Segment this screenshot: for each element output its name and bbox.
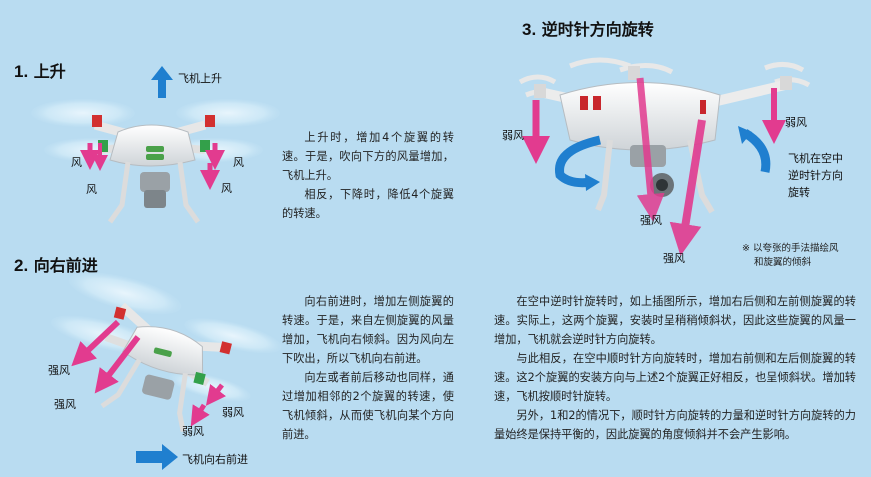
label-wind: 风 — [86, 183, 97, 196]
up-arrow-icon — [151, 66, 173, 98]
section-2-title: 2. 向右前进 — [14, 252, 98, 276]
label-weak-wind: 弱风 — [502, 129, 524, 142]
drone-3-illustration — [518, 57, 811, 256]
label-weak-wind: 弱风 — [222, 406, 244, 419]
paragraph: 上升时，增加4个旋翼的转速。于是，吹向下方的风量增加，飞机上升。 — [282, 131, 454, 182]
rotor-blur — [176, 99, 280, 127]
section-1-title: 1. 上升 — [14, 58, 66, 82]
section-title-text: 上升 — [33, 62, 66, 81]
label-rotate-line: 逆时针方向 — [788, 169, 843, 182]
label-plane-up: 飞机上升 — [178, 72, 222, 85]
section-number: 2. — [14, 256, 29, 275]
section-number: 3. — [522, 20, 537, 39]
paragraph-section-2: 向右前进时，增加左侧旋翼的转速。于是，来自左侧旋翼的风量增加，飞机向右倾斜。因为… — [282, 292, 454, 444]
note: ※ 以夸张的手法描绘风 和旋翼的倾斜 — [742, 242, 838, 270]
label-wind: 风 — [221, 182, 232, 195]
label-wind: 风 — [71, 156, 82, 169]
label-strong-wind: 强风 — [640, 214, 662, 227]
label-rotate-line: 飞机在空中 — [788, 152, 843, 165]
drone-2-illustration — [50, 272, 282, 433]
label-strong-wind: 强风 — [48, 364, 70, 377]
rotate-arrow-icon — [742, 129, 771, 173]
label-wind: 风 — [233, 156, 244, 169]
label-weak-wind: 弱风 — [182, 425, 204, 438]
right-arrow-icon — [136, 444, 178, 470]
section-3-title: 3. 逆时针方向旋转 — [522, 16, 654, 40]
rotate-arrow-icon — [555, 135, 602, 188]
note-line: ※ 以夸张的手法描绘风 — [742, 243, 839, 254]
note-line: 和旋翼的倾斜 — [754, 257, 812, 268]
section-number: 1. — [14, 62, 29, 81]
label-rotate-line: 旋转 — [788, 186, 810, 199]
drone-1-illustration — [31, 66, 280, 224]
label-strong-wind: 强风 — [663, 252, 685, 265]
paragraph: 与此相反，在空中顺时针方向旋转时，增加右前侧和左后侧旋翼的转速。这2个旋翼的安装… — [494, 352, 856, 403]
paragraph-section-3: 在空中逆时针旋转时，如上插图所示，增加右后侧和左前侧旋翼的转速。实际上，这两个旋… — [494, 292, 856, 444]
rotor-blur — [31, 99, 135, 127]
label-plane-right: 飞机向右前进 — [182, 453, 248, 466]
paragraph: 相反，下降时，降低4个旋翼的转速。 — [282, 188, 454, 220]
section-title-text: 逆时针方向旋转 — [541, 20, 654, 39]
paragraph: 在空中逆时针旋转时，如上插图所示，增加右后侧和左前侧旋翼的转速。实际上，这两个旋… — [494, 295, 856, 346]
paragraph: 另外，1和2的情况下，顺时针方向旋转的力量和逆时针方向旋转的力量始终是保持平衡的… — [494, 409, 856, 441]
paragraph: 向左或者前后移动也同样，通过增加相邻的2个旋翼的转速，使飞机倾斜，从而使飞机向某… — [282, 371, 454, 441]
section-title-text: 向右前进 — [33, 256, 98, 275]
label-weak-wind: 弱风 — [785, 116, 807, 129]
label-rotate: 飞机在空中 逆时针方向 旋转 — [788, 150, 843, 201]
paragraph-section-1: 上升时，增加4个旋翼的转速。于是，吹向下方的风量增加，飞机上升。 相反，下降时，… — [282, 128, 454, 223]
label-strong-wind: 强风 — [54, 398, 76, 411]
paragraph: 向右前进时，增加左侧旋翼的转速。于是，来自左侧旋翼的风量增加，飞机向右倾斜。因为… — [282, 295, 454, 365]
